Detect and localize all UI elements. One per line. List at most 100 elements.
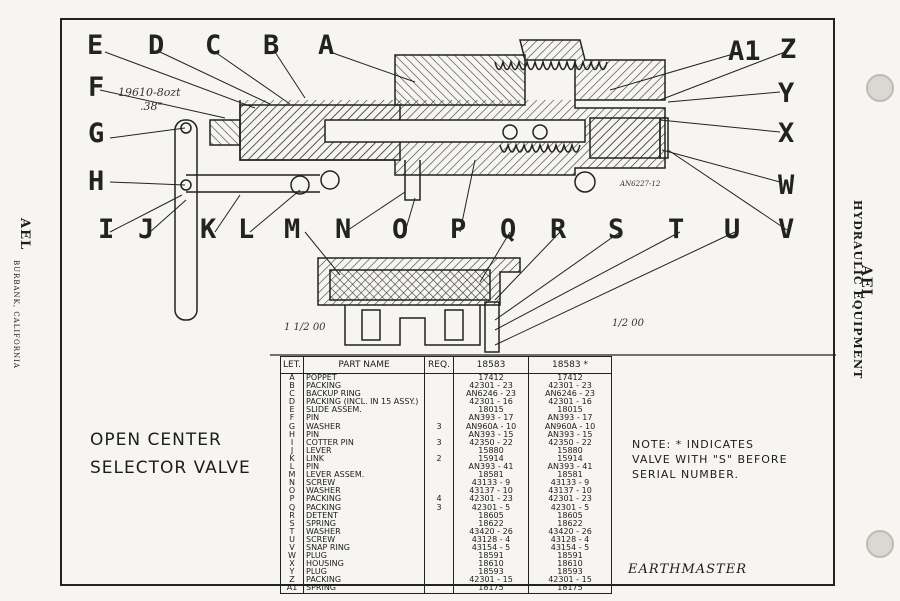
callout-letter: U — [724, 214, 741, 245]
column-header: 18583 * — [528, 356, 612, 374]
callout-letter: E — [87, 30, 104, 61]
table-cell: AN393 - 17 — [528, 414, 612, 423]
column-header: PART NAME — [303, 356, 425, 374]
callout-letter: H — [88, 166, 105, 197]
callout-letter: F — [88, 72, 105, 103]
callout-letter: J — [138, 214, 155, 245]
table-cell: 43420 - 26 — [528, 527, 612, 536]
table-cell — [424, 479, 454, 488]
signature: EARTHMASTER — [628, 562, 747, 577]
table-cell: 15914 — [528, 454, 612, 464]
table-cell — [424, 543, 454, 553]
table-cell: 15880 — [528, 446, 612, 455]
hand-annotation: 1 1/2 00 — [284, 322, 326, 333]
table-cell — [424, 576, 454, 585]
table-cell — [424, 471, 454, 480]
callout-letter: O — [392, 214, 409, 245]
callout-letter: M — [284, 214, 301, 245]
callout-letter: N — [335, 214, 352, 245]
table-cell: 18175 — [528, 584, 612, 594]
hand-annotation: AN6227-12 — [620, 180, 661, 188]
callout-letter: Q — [500, 214, 517, 245]
table-cell: 2 — [424, 454, 454, 464]
table-cell — [424, 398, 454, 407]
table-cell: 42350 - 22 — [528, 438, 612, 447]
callout-letter: I — [98, 214, 115, 245]
table-cell: AN6246 - 23 — [528, 390, 612, 399]
table-cell — [424, 568, 454, 577]
binder-hole — [866, 530, 894, 558]
table-cell: AN960A - 10 — [528, 422, 612, 431]
table-cell: LINK — [303, 454, 425, 464]
table-cell: WASHER — [303, 422, 425, 431]
callout-letter: D — [148, 30, 165, 61]
hand-annotation: 1/2 00 — [612, 318, 644, 329]
table-cell: 3 — [424, 438, 454, 447]
table-cell — [424, 560, 454, 569]
note-block: NOTE: * INDICATES VALVE WITH "S" BEFORE … — [632, 437, 788, 482]
note-line: NOTE: * INDICATES — [632, 438, 754, 451]
table-cell — [424, 527, 454, 536]
callout-letter: A — [318, 30, 335, 61]
table-cell: 42301 - 5 — [528, 503, 612, 512]
table-cell: 17412 — [528, 373, 612, 383]
table-cell — [424, 535, 454, 544]
table-cell: 42301 - 15 — [528, 576, 612, 585]
callout-letter: Z — [780, 34, 797, 65]
note-line: SERIAL NUMBER. — [632, 468, 739, 481]
table-cell — [424, 463, 454, 472]
column-header: REQ. — [424, 356, 454, 374]
table-cell: 43133 - 9 — [528, 479, 612, 488]
table-cell: 42301 - 23 — [528, 381, 612, 391]
callout-letter: X — [778, 118, 795, 149]
title-line-2: SELECTOR VALVE — [90, 458, 251, 478]
callout-letter: R — [550, 214, 567, 245]
table-cell — [424, 406, 454, 415]
table-cell: 18581 — [528, 471, 612, 480]
title-line-1: OPEN CENTER — [90, 430, 222, 450]
table-cell — [424, 373, 454, 383]
callout-letter: L — [238, 214, 255, 245]
column-header: 18583 — [453, 356, 529, 374]
table-cell: AN393 - 15 — [528, 430, 612, 439]
table-cell: 43137 - 10 — [528, 487, 612, 496]
table-cell: 18175 — [453, 584, 529, 594]
table-cell: 42301 - 23 — [528, 495, 612, 504]
table-cell: SPRING — [303, 584, 425, 594]
callout-letter: Y — [778, 78, 795, 109]
table-cell — [424, 511, 454, 520]
callout-letter: B — [263, 30, 280, 61]
table-cell: 18015 — [528, 406, 612, 415]
table-cell — [424, 519, 454, 528]
table-cell — [424, 584, 454, 594]
note-line: VALVE WITH "S" BEFORE — [632, 453, 788, 466]
table-cell — [424, 390, 454, 399]
table-cell: 3 — [424, 422, 454, 431]
binder-hole — [866, 74, 894, 102]
